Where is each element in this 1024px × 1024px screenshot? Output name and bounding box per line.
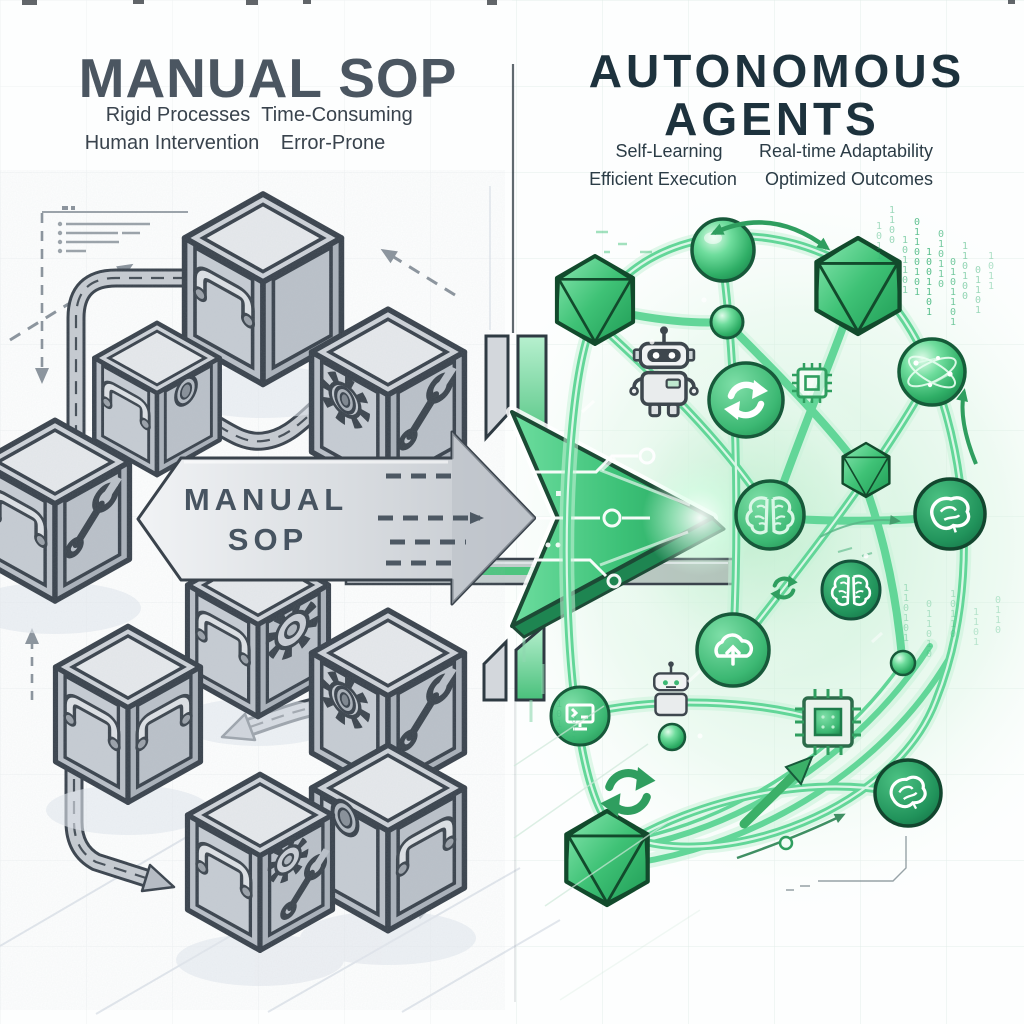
right-feature: Optimized Outcomes (764, 169, 934, 189)
corner-bracket-sketch (786, 836, 907, 891)
top-edge-marks (22, 0, 1015, 5)
divider-ribbon-gray (482, 638, 508, 702)
binary-rain-column: 10110 (950, 589, 957, 640)
robot-icon (653, 661, 689, 717)
binary-rain-column: 1100 (889, 205, 896, 246)
left-feature: Rigid Processes (105, 104, 251, 126)
binary-rain-column: 01100101 (914, 217, 921, 298)
sphere-node (889, 649, 917, 677)
brain-node (913, 477, 987, 551)
icosahedron-node (841, 441, 891, 499)
monitor-node (549, 685, 611, 747)
icosahedron-node (554, 254, 636, 346)
binary-rain-column: 101101 (902, 235, 909, 296)
network-arrows (710, 220, 978, 860)
binary-rain-column: 01101 (975, 265, 982, 316)
left-title: MANUAL SOP (78, 47, 458, 109)
binary-rain-column: 010110 (938, 229, 945, 290)
up-right-arrow-icon (784, 755, 814, 786)
brain-node (873, 758, 943, 828)
sparkles (513, 230, 884, 1001)
sync-refresh-node (707, 361, 785, 439)
icosahedron-node (566, 811, 647, 905)
right-feature: Efficient Execution (589, 169, 737, 189)
speckle-texture (0, 170, 505, 1010)
binary-rain-column: 011 (571, 715, 578, 746)
binary-rain-column: 1001101 (926, 247, 933, 318)
microchip-icon (795, 689, 861, 755)
arrow-label-line1: MANUAL (183, 482, 349, 517)
binary-rain-column: 1101 (973, 607, 980, 648)
right-title-line2: AGENTS (664, 93, 880, 145)
left-feature: Error-Prone (280, 132, 386, 154)
binary-rain-column: 1011 (988, 251, 995, 292)
manual-sop-arrow (136, 430, 537, 606)
sphere-node (657, 722, 687, 752)
brain-node (820, 559, 882, 621)
icosahedron-node (816, 238, 899, 334)
robot-icon (629, 326, 699, 418)
left-feature: Human Intervention (84, 132, 260, 154)
atom-network-node (897, 337, 967, 407)
right-feature: Real-time Adaptability (758, 141, 934, 161)
manual-sop-workflow (0, 170, 505, 1010)
binary-rain-column: 0110 (995, 595, 1002, 636)
binary-rain-column: 011010 (926, 599, 933, 660)
arrow-label-line2: SOP (227, 522, 309, 557)
sphere-node (709, 304, 745, 340)
right-feature: Self-Learning (615, 141, 723, 161)
binary-rain-column: 1011 (876, 221, 883, 262)
process-dashes (378, 473, 484, 566)
agent-network (513, 217, 987, 1001)
binary-rain-column: 101 (556, 699, 563, 730)
left-feature: Time-Consuming (261, 104, 413, 126)
binary-rain-column: 110101 (903, 583, 910, 644)
cloud-upload-node (695, 612, 771, 688)
microchip-icon (790, 361, 834, 405)
binary-rain-column: 110100 (962, 241, 969, 302)
brain-node (734, 479, 806, 551)
right-title-line1: AUTONOMOUS (588, 45, 966, 97)
binary-rain-column: 0101101 (950, 257, 957, 328)
